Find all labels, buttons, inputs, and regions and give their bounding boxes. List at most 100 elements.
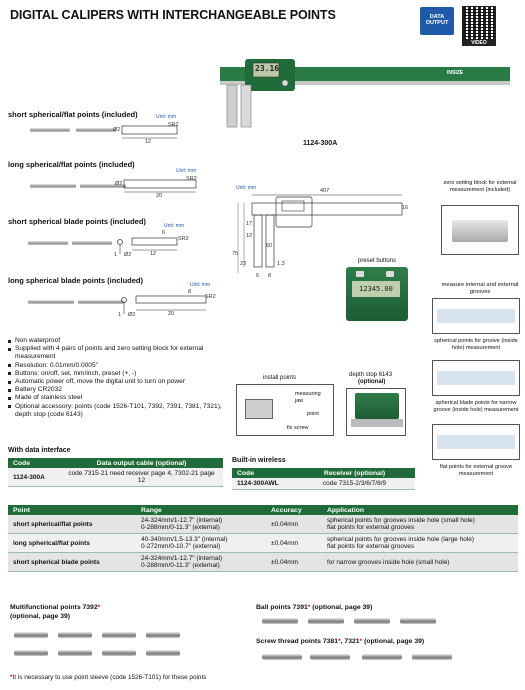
qr-code-icon[interactable] bbox=[462, 6, 496, 40]
spec-row-2-accuracy: ±0.04mm bbox=[266, 533, 322, 553]
point-set-1-dim-dia: Ø2 bbox=[113, 127, 121, 133]
ball-points-title-text: Ball points 7391 bbox=[256, 604, 308, 611]
point-set-3-dim-radius: SR2 bbox=[178, 236, 189, 242]
table-row: short spherical/flat points 24-324mm/1-1… bbox=[8, 515, 518, 534]
main-dim-407: 407 bbox=[320, 188, 330, 194]
spec-row-2-range-internal: 40-340mm/1.5-13.3" (internal) bbox=[141, 536, 228, 543]
point-set-1-rod-b bbox=[76, 128, 116, 132]
screw-points-title-b: , 7321 bbox=[340, 638, 360, 645]
ball-point-img bbox=[400, 618, 436, 624]
spec-row-1-range-internal: 24-324mm/1-12.7" (internal) bbox=[141, 517, 223, 524]
groove-2-shape bbox=[437, 371, 515, 385]
point-set-2-svg bbox=[123, 179, 197, 193]
point-set-4-rod-a bbox=[28, 300, 74, 304]
multi-points-sub: (optional, page 39) bbox=[10, 613, 71, 620]
groove-caption-3: flat points for external groove measurem… bbox=[439, 464, 513, 477]
point-set-3-label: short spherical blade points (included) bbox=[8, 217, 146, 226]
video-label[interactable]: VIDEO bbox=[462, 40, 496, 46]
feature-item: Battery CR2032 bbox=[8, 386, 238, 394]
point-set-3-rod-b bbox=[72, 241, 112, 245]
point-set-1-rod-a bbox=[30, 128, 70, 132]
point-set-1-svg bbox=[121, 125, 178, 139]
point-set-1-drawing: Unit: mm 12 SR2 Ø2 bbox=[113, 114, 198, 150]
spec-row-2-app-1: spherical points for grooves inside hole… bbox=[327, 536, 475, 543]
wireless-code: 1124-300AWL bbox=[232, 478, 294, 490]
point-set-3-dim-6: 6 bbox=[162, 230, 166, 236]
caliper-product-image: 23.16 INSIZE bbox=[215, 55, 515, 135]
multi-point-img bbox=[58, 632, 92, 638]
spec-header-application: Application bbox=[322, 505, 518, 515]
preset-device: 12345.00 bbox=[346, 267, 408, 321]
point-set-4-dim-1: 1 bbox=[118, 312, 122, 318]
install-points-panel: install points measuring jaw point fix s… bbox=[236, 375, 334, 436]
caliper-brand: INSIZE bbox=[447, 70, 464, 76]
depth-stop-subtitle: (optional) bbox=[358, 379, 386, 385]
screw-points-images bbox=[262, 652, 462, 662]
point-set-2-unit: Unit: mm bbox=[176, 168, 196, 174]
multi-point-img bbox=[14, 632, 48, 638]
point-set-4-unit: Unit: mm bbox=[190, 282, 210, 288]
multi-point-img bbox=[146, 650, 180, 656]
groove-caption-1: spherical points for groove (inside hole… bbox=[434, 338, 518, 351]
groove-section-title: measure internal and external grooves bbox=[441, 282, 519, 295]
data-interface-cable: code 7315-21 need receiver page 4, 7302-… bbox=[60, 468, 223, 487]
zero-block-shape bbox=[452, 220, 508, 242]
main-drawing-svg bbox=[237, 194, 403, 273]
wireless-title: Built-in wireless bbox=[232, 457, 286, 464]
feature-item: Made of stainless steel bbox=[8, 394, 238, 402]
feature-item: Optional accessory: points (code 1526-T1… bbox=[8, 403, 238, 419]
point-set-3-dim-dia: Ø2 bbox=[124, 252, 132, 258]
page-title: DIGITAL CALIPERS WITH INTERCHANGEABLE PO… bbox=[10, 8, 336, 22]
feature-item: Buttons: on/off, set, mm/inch, preset (+… bbox=[8, 370, 238, 378]
feature-item: Supplied with 4 pairs of points and zero… bbox=[8, 345, 238, 361]
preset-display: 12345.00 bbox=[352, 281, 400, 297]
point-set-3-dim-12: 12 bbox=[150, 251, 157, 257]
point-set-3-rod-a bbox=[28, 241, 68, 245]
spec-header-point: Point bbox=[8, 505, 136, 515]
groove-3-shape bbox=[437, 435, 515, 449]
groove-image-2 bbox=[432, 360, 520, 396]
preset-button-minus[interactable] bbox=[386, 271, 394, 277]
spec-row-2-app: spherical points for grooves inside hole… bbox=[322, 533, 518, 553]
point-set-2-rod-b bbox=[80, 184, 126, 188]
spec-row-1-app-1: spherical points for grooves inside hole… bbox=[327, 517, 475, 524]
groove-caption-2: spherical blade points for narrow groove… bbox=[433, 400, 519, 413]
point-set-4-drawing: Unit: mm 8 20 SR2 1 Ø2 bbox=[116, 282, 216, 324]
spec-row-3-range-external: 0-288mm/0-11.3" (external) bbox=[141, 562, 220, 569]
ball-points-star: * bbox=[307, 604, 311, 611]
spec-row-1-point: short spherical/flat points bbox=[8, 515, 136, 534]
screw-points-title-a: Screw thread points 7381 bbox=[256, 638, 338, 645]
spec-header-accuracy: Accuracy bbox=[266, 505, 322, 515]
point-set-4-dim-8: 8 bbox=[188, 289, 192, 295]
footnote: *It is necessary to use point sleeve (co… bbox=[10, 674, 206, 681]
feature-list: Non waterproof Supplied with 4 pairs of … bbox=[8, 337, 238, 419]
multi-point-img bbox=[102, 650, 136, 656]
preset-button-plus[interactable] bbox=[356, 271, 364, 277]
data-interface-header-code: Code bbox=[8, 458, 60, 468]
screw-point-img bbox=[412, 654, 452, 660]
feature-item: Resolution: 0.01mm/0.0005" bbox=[8, 362, 238, 370]
depth-stop-title: depth stop 6143 bbox=[349, 372, 393, 378]
screw-points-title: Screw thread points 7381*, 7321* (option… bbox=[256, 638, 424, 645]
feature-item: Automatic power off, move the digital un… bbox=[8, 378, 238, 386]
main-dim-16: 16 bbox=[402, 205, 409, 211]
install-point-label: point bbox=[307, 411, 319, 417]
main-dim-6: 6 bbox=[256, 273, 260, 279]
point-set-4-svg bbox=[121, 295, 207, 314]
spec-row-3-range: 24-324mm/1-12.7" (internal) 0-288mm/0-11… bbox=[136, 552, 266, 572]
point-set-2-dim-radius: SR2 bbox=[186, 176, 197, 182]
ball-points-images bbox=[262, 616, 442, 626]
spec-row-2-range-external: 0-272mm/0-10.7" (external) bbox=[141, 543, 221, 550]
spec-row-2-range: 40-340mm/1.5-13.3" (internal) 0-272mm/0-… bbox=[136, 533, 266, 553]
multi-points-title: Multifunctional points 7392* bbox=[10, 604, 100, 611]
main-dim-60: 60 bbox=[266, 243, 273, 249]
caliper-display-value: 23.16 bbox=[255, 64, 280, 73]
spec-row-1-accuracy: ±0.04mm bbox=[266, 515, 322, 534]
point-set-3-unit: Unit: mm bbox=[164, 223, 184, 229]
ball-points-sub: (optional, page 39) bbox=[312, 604, 373, 611]
spec-row-2-point: long spherical/flat points bbox=[8, 533, 136, 553]
depth-stop-device bbox=[355, 393, 399, 419]
spec-row-1-app: spherical points for grooves inside hole… bbox=[322, 515, 518, 534]
install-jaw-shape bbox=[245, 399, 273, 419]
point-set-1-label: short spherical/flat points (included) bbox=[8, 110, 138, 119]
